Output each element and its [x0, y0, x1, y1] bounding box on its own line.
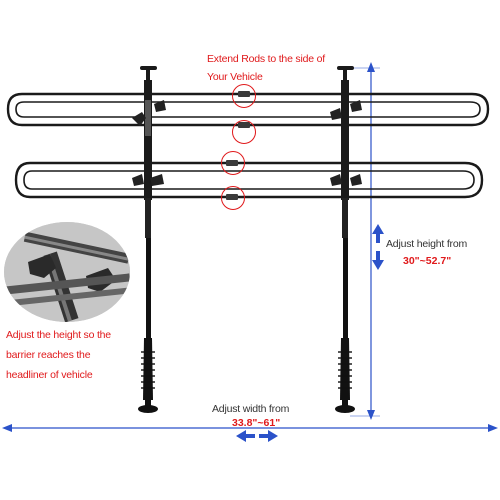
adjust-width-range: 33.8"~61" [232, 417, 281, 429]
headliner-note-line2: barrier reaches the [6, 349, 91, 361]
extend-rods-line1: Extend Rods to the side of [207, 53, 325, 65]
width-measure-line [2, 424, 498, 432]
height-arrow-icon [372, 224, 384, 270]
adjust-height-label: Adjust height from [386, 238, 468, 250]
right-pole [330, 66, 362, 413]
extend-callout-icon [232, 120, 256, 144]
extend-callout-icon [221, 151, 245, 175]
adjust-height-range: 30"~52.7" [403, 255, 452, 267]
headliner-note-line3: headliner of vehicle [6, 369, 93, 381]
clamp-closeup-image [4, 222, 130, 322]
left-pole [132, 66, 166, 413]
extend-rods-line2: Your Vehicle [207, 71, 263, 83]
extend-callout-icon [232, 84, 256, 108]
adjust-width-label: Adjust width from [212, 403, 290, 415]
width-arrow-icon [236, 430, 278, 442]
upper-rail [6, 92, 490, 127]
lower-rail [14, 161, 484, 199]
headliner-note-line1: Adjust the height so the [6, 329, 111, 341]
extend-callout-icon [221, 186, 245, 210]
